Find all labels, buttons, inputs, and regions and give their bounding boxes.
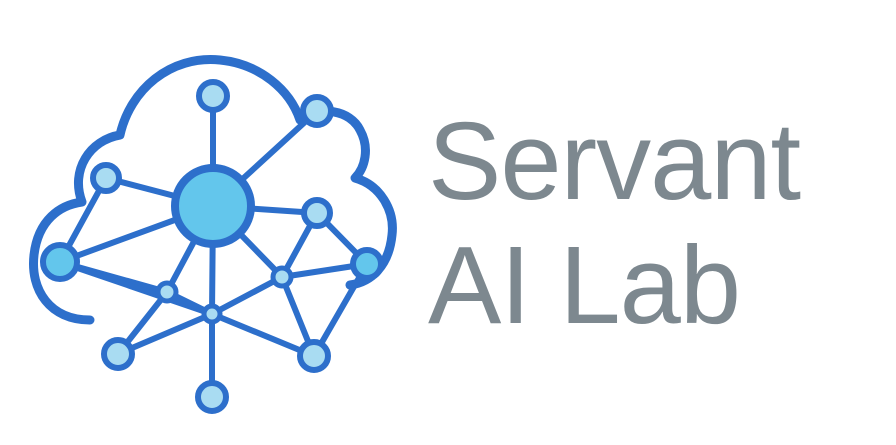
network-node xyxy=(270,265,294,289)
network-node xyxy=(40,242,80,282)
cloud-outline xyxy=(29,55,397,325)
network-nodes xyxy=(40,79,384,414)
network-node xyxy=(90,162,122,194)
network-node xyxy=(297,339,331,373)
network-node xyxy=(155,280,179,304)
network-node xyxy=(195,380,229,414)
hub-node xyxy=(171,164,255,248)
network-node xyxy=(300,94,334,128)
network-node xyxy=(350,247,384,281)
cloud-network-icon xyxy=(29,55,397,414)
network-node xyxy=(201,303,223,325)
brand-name-line-1: Servant xyxy=(428,100,801,223)
network-node xyxy=(101,337,135,371)
network-node xyxy=(301,197,333,229)
network-node xyxy=(196,79,230,113)
brand-name-line-2: AI Lab xyxy=(428,224,741,347)
wordmark: Servant AI Lab xyxy=(428,100,888,348)
